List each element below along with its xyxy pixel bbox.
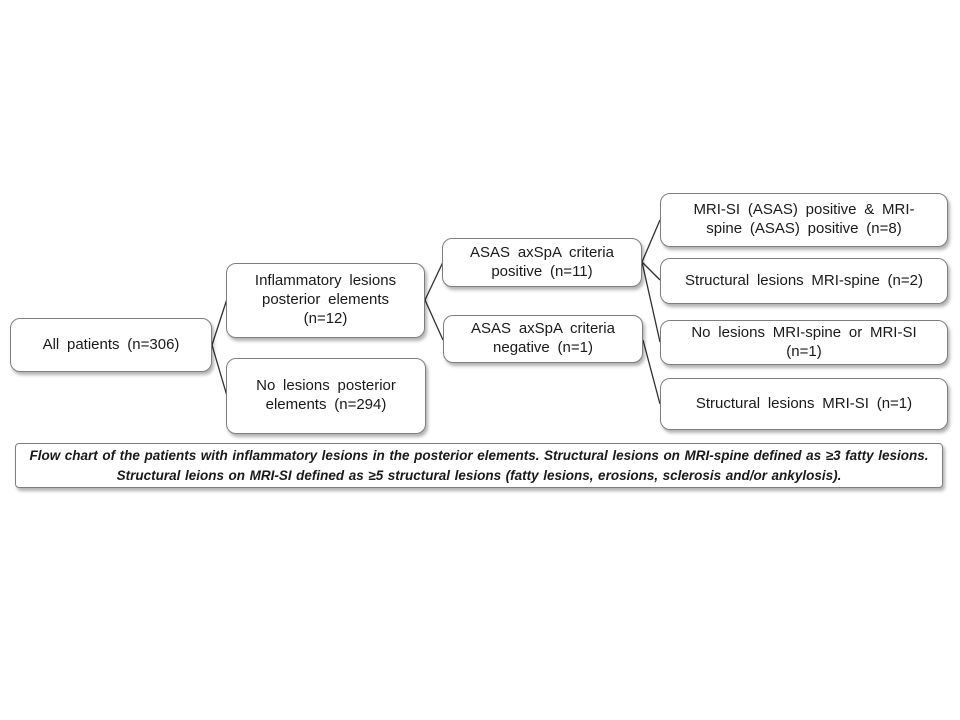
node-all-patients: All patients (n=306): [10, 318, 212, 372]
node-asas-axspa-negative: ASAS axSpA criteria negative (n=1): [443, 315, 643, 363]
node-structural-mri-spine: Structural lesions MRI-spine (n=2): [660, 258, 948, 304]
node-no-lesions-posterior: No lesions posterior elements (n=294): [226, 358, 426, 434]
node-structural-mri-si: Structural lesions MRI-SI (n=1): [660, 378, 948, 430]
node-inflammatory-lesions: Inflammatory lesions posterior elements …: [226, 263, 425, 338]
connector-group: [211, 219, 661, 405]
figure-caption: Flow chart of the patients with inflamma…: [15, 443, 943, 488]
node-no-lesions-mri: No lesions MRI-spine or MRI-SI (n=1): [660, 320, 948, 365]
edge-inflammatory-to-asasnegative: [424, 299, 444, 341]
edge-asasnegative-to-structuralsi: [642, 339, 661, 405]
edge-asaspositive-to-nolesionsmri: [641, 261, 661, 343]
edge-allpatients-to-nolesions: [211, 344, 228, 397]
edge-asaspositive-to-structuralspine: [641, 261, 661, 281]
node-mri-si-spine-positive: MRI-SI (ASAS) positive & MRI- spine (ASA…: [660, 193, 948, 247]
edge-allpatients-to-inflammatory: [211, 298, 228, 346]
node-asas-axspa-positive: ASAS axSpA criteria positive (n=11): [442, 238, 642, 287]
edge-inflammatory-to-asaspositive: [424, 261, 444, 301]
edge-asaspositive-to-mriboth: [641, 219, 661, 263]
